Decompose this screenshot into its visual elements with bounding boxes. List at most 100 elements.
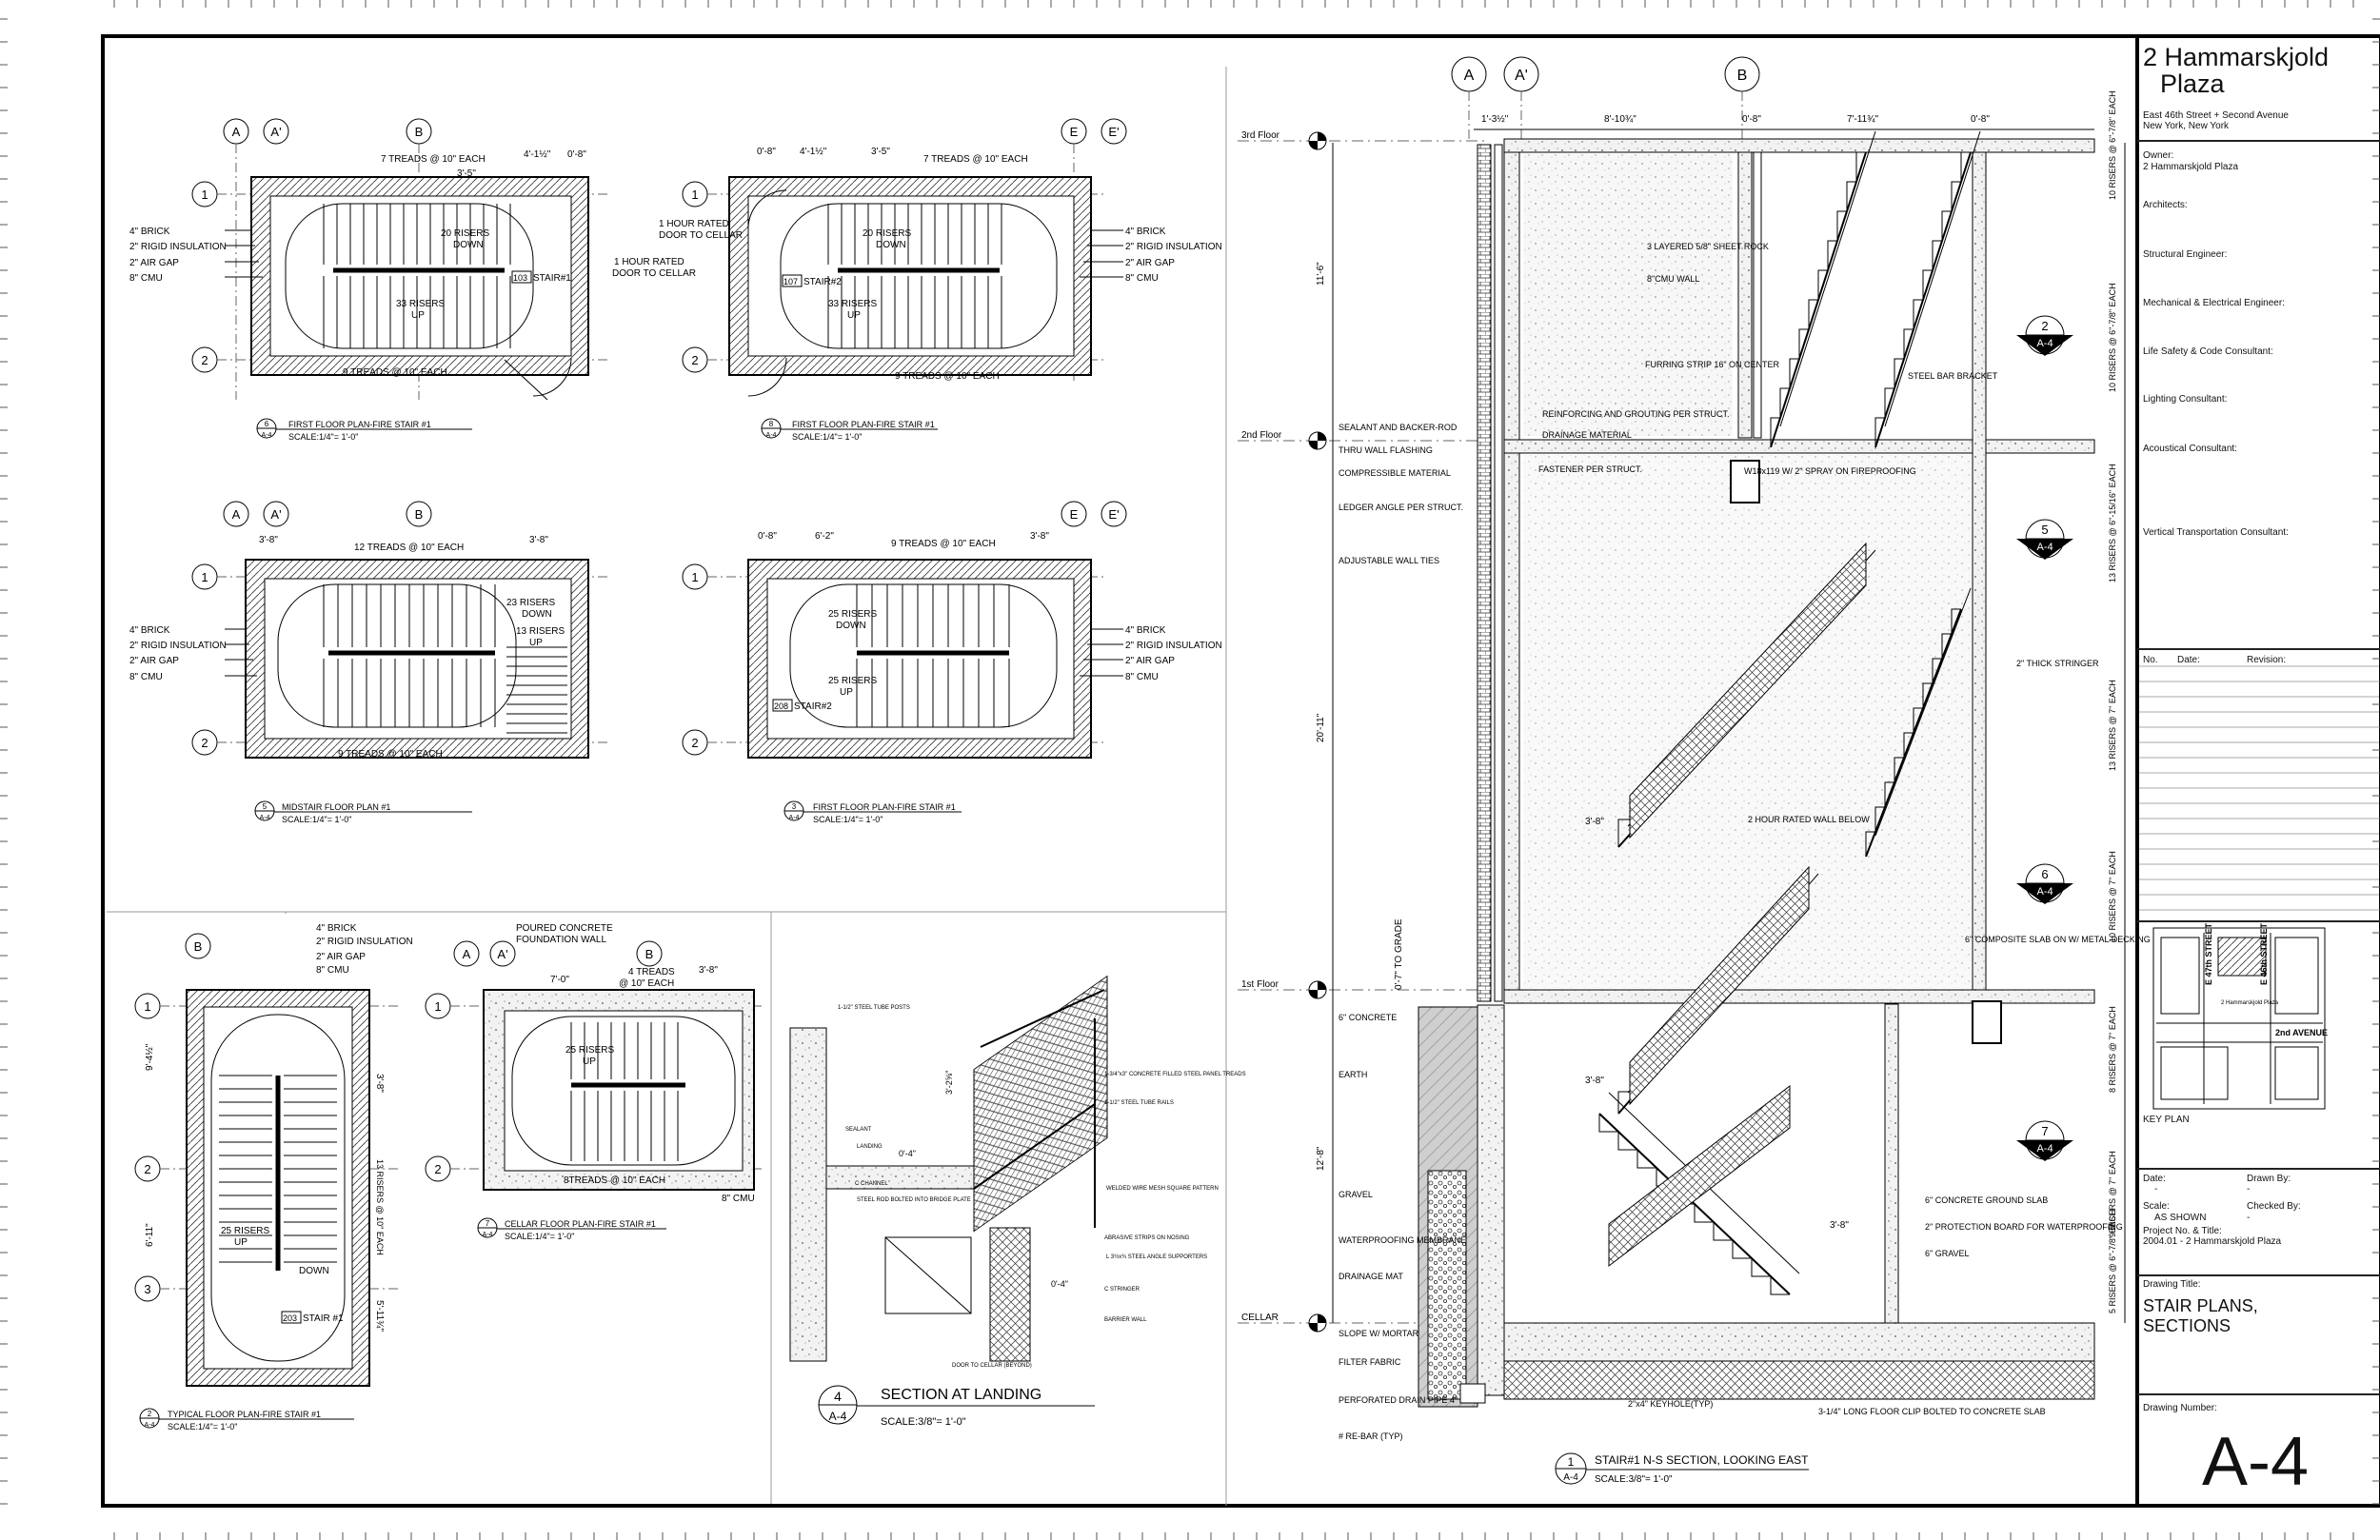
plan-6-cellar: A A' B 1 2 POURED CONCRETE FOUNDATION WA… xyxy=(425,923,762,1241)
level-label: 1st Floor xyxy=(1241,979,1279,990)
scale-label: Scale: xyxy=(2143,1201,2170,1212)
step xyxy=(1894,757,1904,782)
grid-bubble-b: B xyxy=(645,947,654,961)
grid-bubble-a-prime: A' xyxy=(497,947,507,961)
door-note-2: DOOR TO CELLAR xyxy=(612,268,696,279)
up-label: UP xyxy=(583,1056,596,1067)
step xyxy=(1884,387,1894,418)
callout-arrow xyxy=(2016,1140,2073,1161)
insulation-note: 2" RIGID INSULATION xyxy=(1125,242,1222,252)
callout-num: 2 xyxy=(2041,319,2048,333)
lighting-label: Lighting Consultant: xyxy=(2143,394,2228,405)
plan-2-first-floor-stair-2: E E' 1 2 7 TREADS @ 10" EACH 0'-8" 4'-1½… xyxy=(659,118,1222,442)
tag-sheet: A-4 xyxy=(1563,1472,1578,1483)
tag-sheet: A-4 xyxy=(262,432,272,439)
owner-label: Owner: xyxy=(2143,150,2174,161)
dim-a: 0'-8" xyxy=(757,147,776,157)
insulation-note: 2" RIGID INSULATION xyxy=(316,937,413,947)
room-name: STAIR#2 xyxy=(794,701,832,712)
level-marker-fill xyxy=(1309,1314,1326,1332)
room-tag: 107 xyxy=(783,277,798,286)
step xyxy=(1808,299,1818,329)
date-value: - xyxy=(2154,1184,2158,1194)
landing-note: BARRIER WALL xyxy=(1104,1317,1147,1323)
plan-scale: SCALE:1/4"= 1'-0" xyxy=(792,432,862,442)
landing-note: C CHANNEL xyxy=(855,1181,888,1187)
top-dim-2: 8'-10¾" xyxy=(1604,114,1636,125)
note-text: 2" PROTECTION BOARD FOR WATERPROOFING xyxy=(1925,1222,2123,1232)
note-text: GRAVEL xyxy=(1339,1190,1373,1199)
step xyxy=(1817,269,1828,300)
tag-num: 5 xyxy=(263,802,268,811)
project-no-label: Project No. & Title: xyxy=(2143,1226,2222,1236)
tag-sheet: A-4 xyxy=(766,432,777,439)
note-text: 3-1/4" LONG FLOOR CLIP BOLTED TO CONCRET… xyxy=(1818,1407,2046,1416)
callout-arrow xyxy=(2016,539,2073,560)
brick-note: 4" BRICK xyxy=(129,227,170,237)
grid-bubble-e-prime: E' xyxy=(1108,125,1119,139)
step xyxy=(1770,1276,1790,1295)
plan-4-first-floor-stair: E E' 1 2 9 TREADS @ 10" EACH 0'-8" 6'-2"… xyxy=(682,501,1222,824)
step xyxy=(1951,608,1961,634)
step xyxy=(1713,1222,1733,1241)
note-text: COMPRESSIBLE MATERIAL xyxy=(1339,468,1451,478)
step xyxy=(1884,781,1894,807)
brick-note: 4" BRICK xyxy=(1125,227,1166,237)
risers-up: 25 RISERS xyxy=(221,1226,269,1236)
treads-top: 12 TREADS @ 10" EACH xyxy=(354,543,464,553)
grid-bubble-a: A xyxy=(232,125,241,139)
key-street-1: E 47th STREET xyxy=(2204,922,2213,985)
risers-down: 20 RISERS xyxy=(441,228,489,239)
sheet-border xyxy=(101,34,2380,1508)
insulation-note: 2" RIGID INSULATION xyxy=(129,242,227,252)
title-block: 2 Hammarskjold Plaza East 46th Street + … xyxy=(2137,38,2344,1502)
grid-bubble-e: E xyxy=(1070,125,1079,139)
dim-text: 12'-8" xyxy=(1316,1146,1326,1171)
dim-text: 10 RISERS @ 7" EACH xyxy=(2108,851,2117,942)
step xyxy=(1732,1240,1752,1259)
step xyxy=(1827,240,1837,270)
level-label: CELLAR xyxy=(1241,1313,1279,1323)
grid-bubble-1: 1 xyxy=(144,999,150,1014)
structural-label: Structural Engineer: xyxy=(2143,249,2228,260)
grid-bubble-a-prime: A' xyxy=(270,507,281,522)
cmu-note: 8" CMU xyxy=(129,273,163,284)
dim-text: 11'-6" xyxy=(1316,262,1326,286)
plan-3-midstair: A A' B 1 2 12 TREADS @ 10" EACH 3'-8" 3'… xyxy=(129,501,609,824)
treads-top: 7 TREADS @ 10" EACH xyxy=(923,154,1028,165)
grid-bubble-1: 1 xyxy=(691,188,698,202)
note-text: 6" CONCRETE GROUND SLAB xyxy=(1925,1195,2048,1205)
landing-note: SEALANT xyxy=(845,1127,872,1133)
dim-a: 0'-8" xyxy=(758,531,777,542)
dim-b: 6'-2" xyxy=(815,531,834,542)
dim-c: 0'-8" xyxy=(567,149,586,160)
handrail xyxy=(1779,130,1876,427)
grid-bubble-e: E xyxy=(1070,507,1079,522)
dim-c: 3'-5" xyxy=(871,147,890,157)
foundation-note-1: POURED CONCRETE xyxy=(516,923,613,934)
note-text: W18x119 W/ 2" SPRAY ON FIREPROOFING xyxy=(1744,466,1916,476)
door-note-2: DOOR TO CELLAR xyxy=(659,230,743,241)
step xyxy=(1922,682,1933,708)
landing-dim-1: 3'-2⅝" xyxy=(944,1071,954,1095)
owner-value: 2 Hammarskjold Plaza xyxy=(2143,162,2239,172)
key-plan: E 47th STREET E 46th STREET 2nd AVENUE 2… xyxy=(2152,922,2328,1110)
plan-title: FIRST FLOOR PLAN-FIRE STAIR #1 xyxy=(792,420,935,429)
plan-title: FIRST FLOOR PLAN-FIRE STAIR #1 xyxy=(813,802,956,812)
landing-note: C STRINGER xyxy=(1104,1287,1140,1293)
grid-bubble-a: A xyxy=(1464,68,1475,84)
treads-top-1: 4 TREADS xyxy=(628,967,675,977)
grid-bubble-a-prime: A' xyxy=(270,125,281,139)
up-label: UP xyxy=(234,1237,248,1248)
step xyxy=(1694,1204,1714,1223)
note-text: FILTER FABRIC xyxy=(1339,1357,1401,1367)
dim-right-1: 3'-8" xyxy=(374,1074,385,1093)
drawn-by-value: - xyxy=(2247,1184,2251,1194)
dim-text: 10 RISERS @ 6"-7/8" EACH xyxy=(2108,283,2117,392)
key-avenue: 2nd AVENUE xyxy=(2275,1028,2328,1037)
checked-by-label: Checked By: xyxy=(2247,1201,2301,1212)
down-label: DOWN xyxy=(299,1266,329,1276)
landing-scale: SCALE:3/8"= 1'-0" xyxy=(881,1416,966,1428)
dim-c: 3'-8" xyxy=(1030,531,1049,542)
